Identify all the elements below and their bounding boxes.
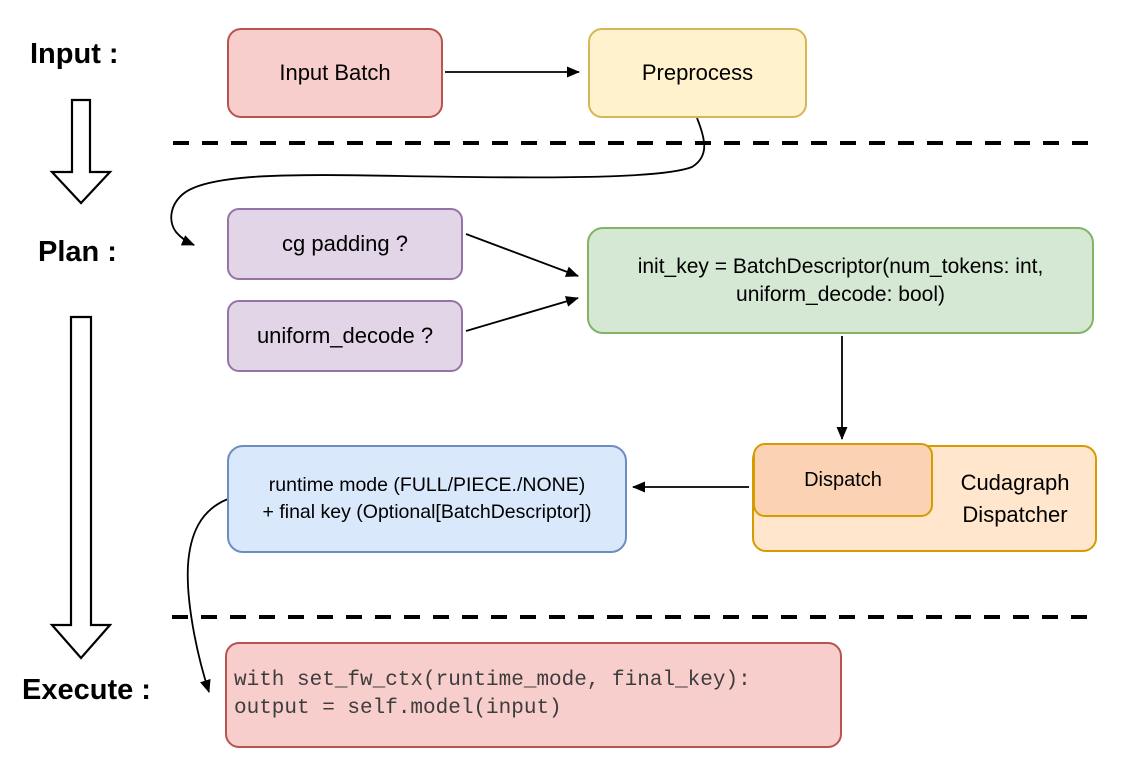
- hollow-down-arrow-input-to-plan-icon: [49, 98, 113, 205]
- uniform-decode-label: uniform_decode ?: [256, 323, 434, 348]
- input-batch-label: Input Batch: [279, 60, 391, 85]
- execute-code-line1: with set_fw_ctx(runtime_mode, final_key)…: [234, 669, 751, 692]
- runtime-mode-line2: + final key (Optional[BatchDescriptor]): [262, 501, 592, 523]
- cudagraph-dispatcher-line2: Dispatcher: [962, 502, 1068, 527]
- preprocess-label: Preprocess: [641, 60, 754, 85]
- dispatch-label: Dispatch: [804, 468, 882, 491]
- dispatch-node: Dispatch: [753, 443, 933, 517]
- arrow-runtime-mode-to-execute-code: [186, 498, 229, 693]
- runtime-mode-line1: runtime mode (FULL/PIECE./NONE): [268, 474, 586, 496]
- init-key-line1: init_key = BatchDescriptor(num_tokens: i…: [637, 254, 1044, 278]
- input-batch-node: Input Batch: [227, 28, 443, 118]
- stage-label-plan: Plan :: [38, 236, 117, 268]
- stage-label-execute: Execute :: [22, 674, 151, 706]
- execute-code-node: with set_fw_ctx(runtime_mode, final_key)…: [225, 642, 842, 748]
- arrow-uniform-decode-to-init-key: [465, 296, 579, 332]
- init-key-line2: uniform_decode: bool): [736, 282, 945, 306]
- arrow-cg-padding-to-init-key: [465, 233, 579, 277]
- init-key-node: init_key = BatchDescriptor(num_tokens: i…: [587, 227, 1094, 334]
- preprocess-node: Preprocess: [588, 28, 807, 118]
- cudagraph-dispatcher-label: Cudagraph Dispatcher: [930, 455, 1100, 543]
- execute-code-line2: output = self.model(input): [234, 697, 562, 720]
- arrow-preprocess-to-cg-padding: [170, 117, 706, 246]
- runtime-mode-node: runtime mode (FULL/PIECE./NONE) + final …: [227, 445, 627, 553]
- cg-padding-label: cg padding ?: [282, 231, 408, 256]
- hollow-down-arrow-plan-to-execute-icon: [49, 315, 113, 660]
- stage-label-input: Input :: [30, 38, 119, 70]
- cudagraph-dispatcher-line1: Cudagraph: [960, 470, 1070, 495]
- uniform-decode-node: uniform_decode ?: [227, 300, 463, 372]
- cg-padding-node: cg padding ?: [227, 208, 463, 280]
